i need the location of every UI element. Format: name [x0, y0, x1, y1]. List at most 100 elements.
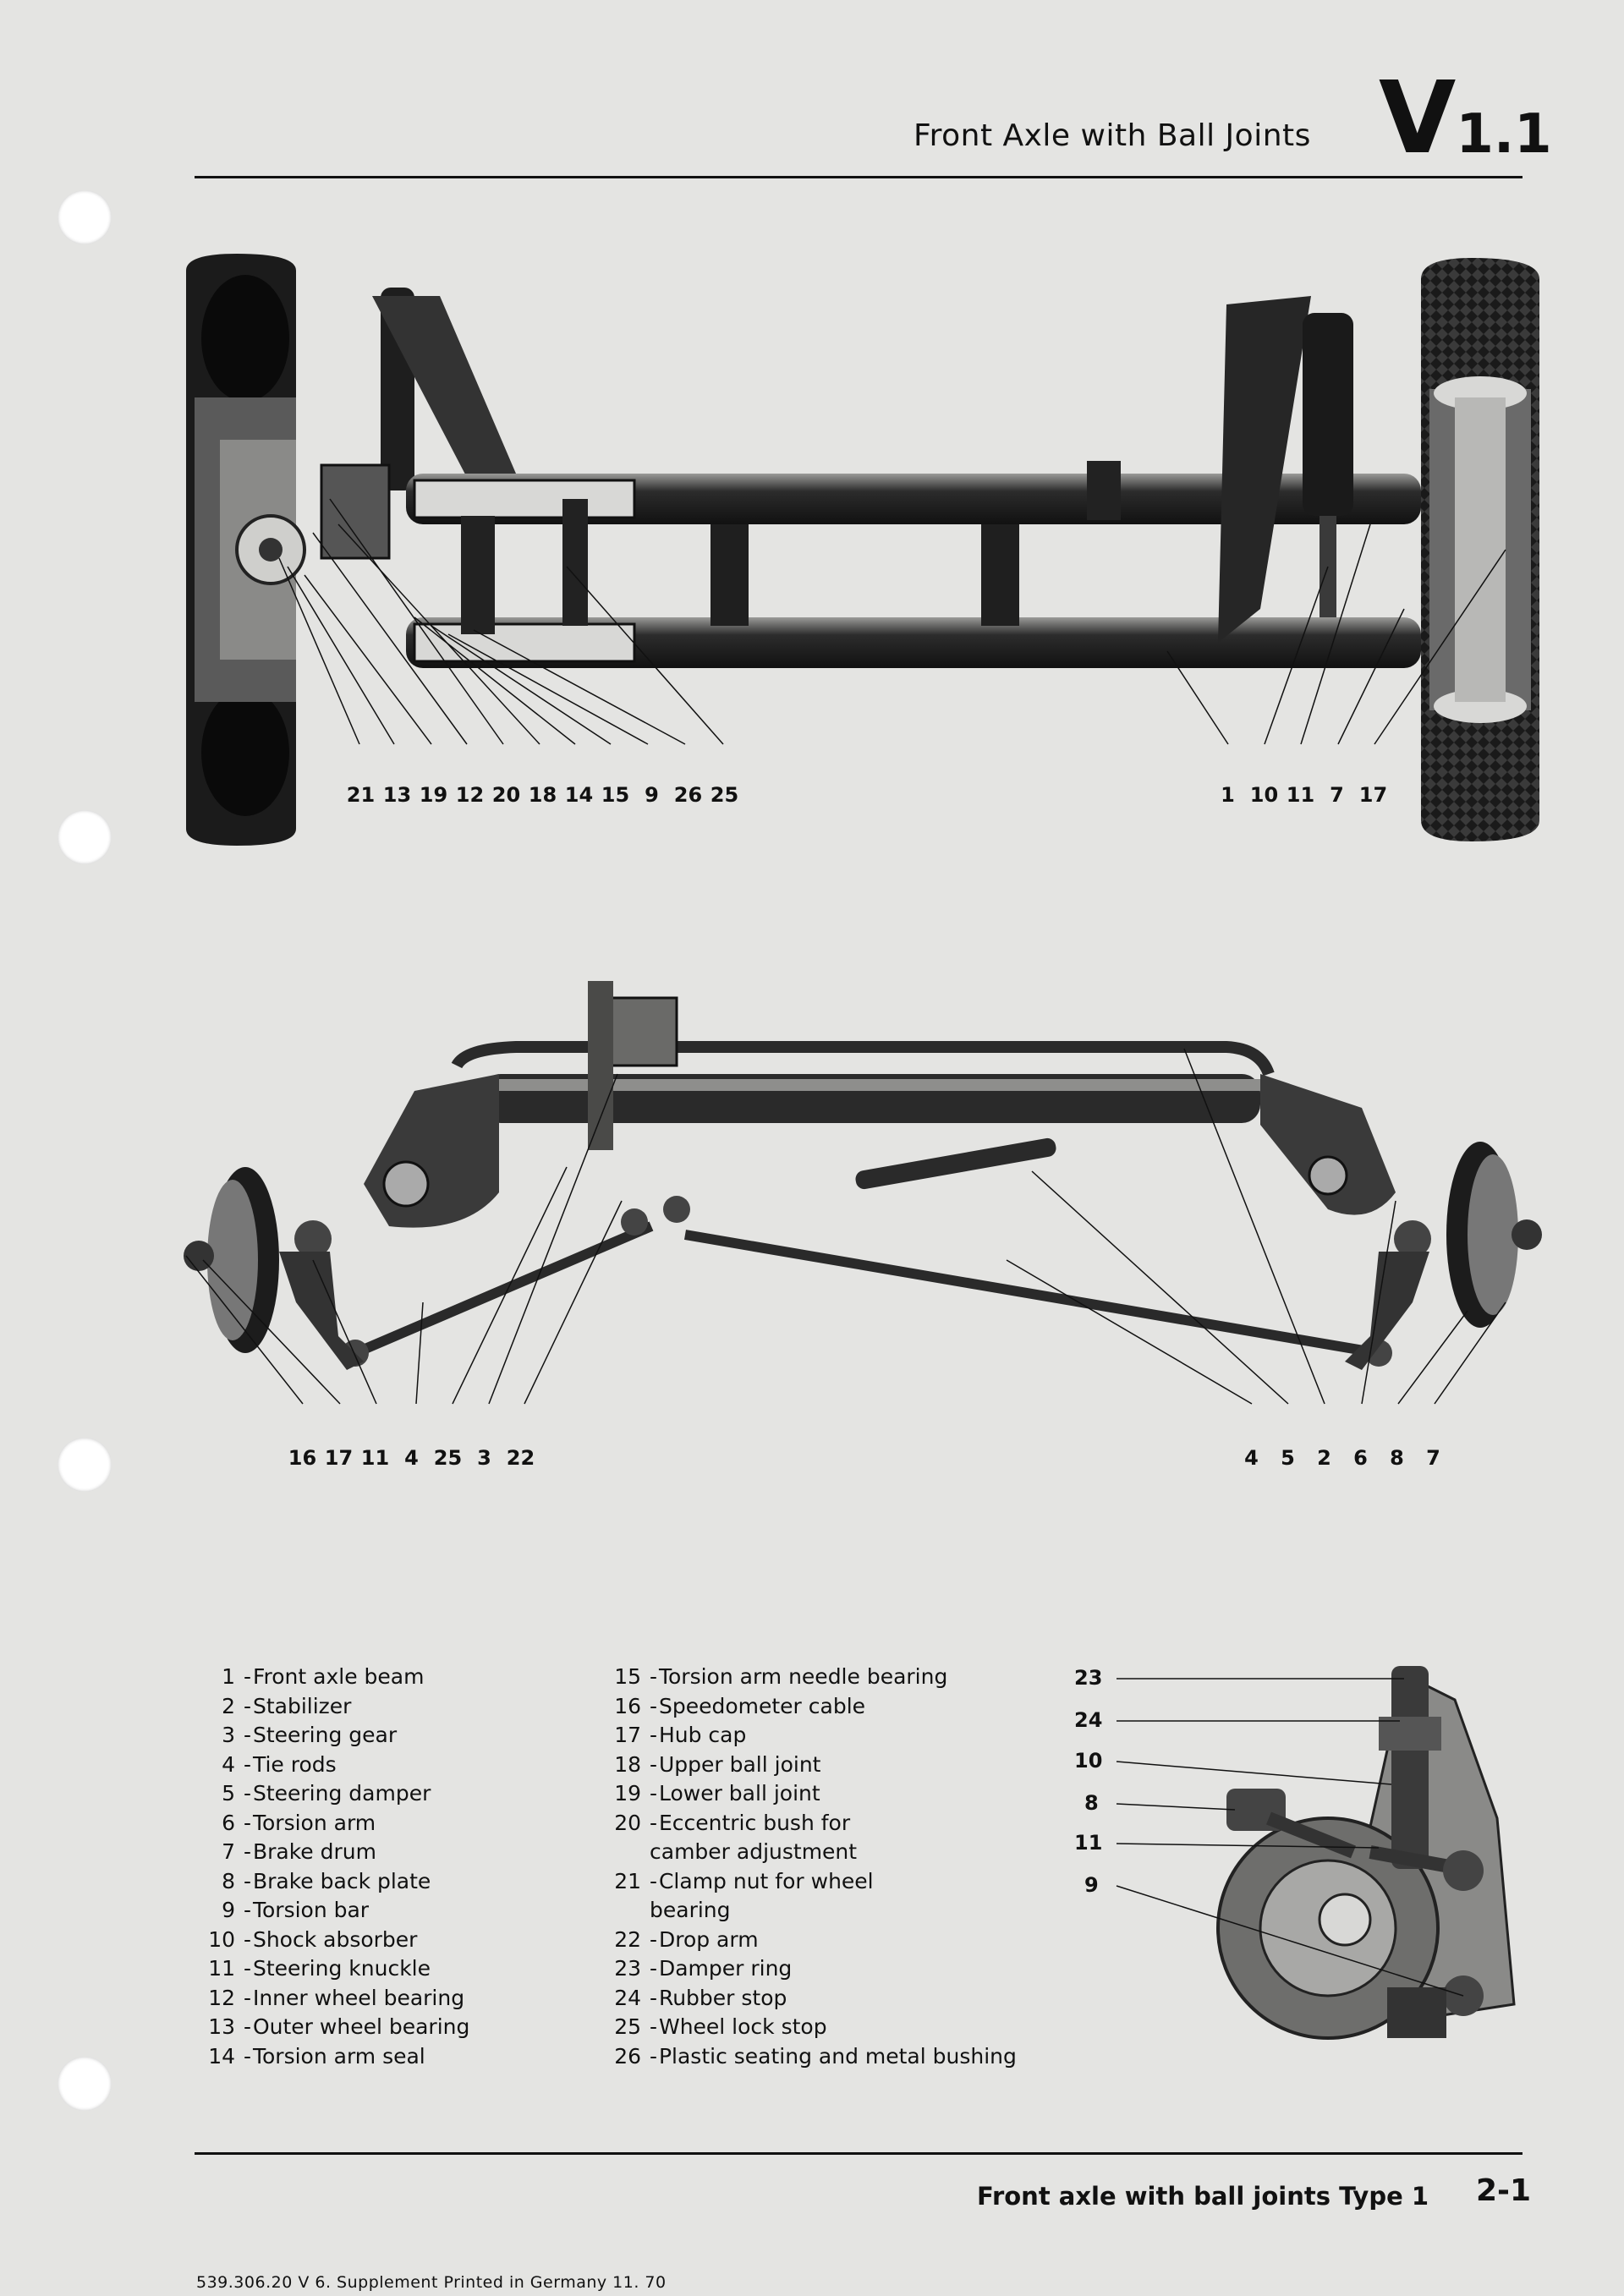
legend-row: 6 - Torsion arm: [195, 1809, 469, 1838]
figure-caption: Front axle with ball joints Type 1: [977, 2182, 1429, 2211]
legend-row: 24 - Rubber stop: [601, 1984, 1017, 2014]
legend-text: Rubber stop: [658, 1985, 787, 2010]
legend-text: Wheel lock stop: [658, 2014, 827, 2039]
legend-text: Steering knuckle: [252, 1956, 431, 1981]
legend-number: 4: [222, 1751, 235, 1777]
legend-number: 6: [222, 1810, 235, 1835]
legend-text: Torsion arm seal: [252, 2043, 425, 2069]
legend-number: 3: [222, 1723, 235, 1747]
legend-number: 23: [614, 1956, 641, 1981]
callout-label: 18: [528, 783, 557, 807]
legend-number: 15: [614, 1664, 641, 1689]
legend-row: 20 - Eccentric bush for: [601, 1809, 1017, 1838]
callout-label: 25: [433, 1446, 463, 1470]
callout-label: 11: [360, 1446, 390, 1470]
callout-label: 5: [1281, 1446, 1295, 1470]
callout-label: 12: [455, 783, 485, 807]
punch-hole: [58, 810, 112, 864]
legend-number: 11: [208, 1956, 235, 1981]
legend-row: 22 - Drop arm: [601, 1926, 1017, 1955]
legend-text: Outer wheel bearing: [252, 2014, 470, 2039]
legend-text: Shock absorber: [252, 1926, 418, 1952]
section-code: V1.1: [1379, 68, 1552, 167]
callout-label: 15: [601, 783, 630, 807]
legend-text: Speedometer cable: [658, 1693, 866, 1718]
callout-label: 4: [1244, 1446, 1259, 1470]
callout-label: 3: [477, 1446, 491, 1470]
callout-label: 2: [1317, 1446, 1331, 1470]
page-number: 2-1: [1476, 2173, 1532, 2208]
legend-text: Torsion arm needle bearing: [658, 1664, 948, 1689]
legend-text: Steering damper: [252, 1781, 431, 1806]
steering-knuckle-detail-illustration: [1116, 1666, 1516, 2040]
legend-number: 17: [614, 1723, 641, 1747]
callout-label: 1: [1221, 783, 1235, 807]
top-figure-callouts-left: 21 13 19 12 20 18 14 15 9 26 25: [343, 783, 743, 807]
punch-hole: [58, 2057, 112, 2111]
legend-row: 9 - Torsion bar: [195, 1896, 469, 1926]
legend-text: Lower ball joint: [658, 1781, 820, 1806]
punch-hole: [58, 190, 112, 244]
legend-number: 1: [222, 1664, 235, 1689]
footer-rule: [195, 2152, 1522, 2155]
top-figure-callouts-right: 1 10 11 7 17: [1210, 783, 1391, 807]
legend-text: Torsion arm: [252, 1810, 376, 1835]
legend-number: 7: [222, 1839, 235, 1864]
legend-row: 17 - Hub cap: [601, 1721, 1017, 1751]
legend-number: 24: [614, 1985, 641, 2010]
page-title: Front Axle with Ball Joints: [914, 118, 1311, 153]
inset-callout: 10: [1074, 1749, 1103, 1773]
legend-row: 2 - Stabilizer: [195, 1692, 469, 1722]
legend-number: 14: [208, 2043, 235, 2069]
legend-text: Upper ball joint: [658, 1751, 821, 1777]
legend-row: 25 - Wheel lock stop: [601, 2013, 1017, 2042]
callout-label: 4: [404, 1446, 419, 1470]
legend-text: bearing: [650, 1898, 731, 1922]
legend-text: Tie rods: [252, 1751, 337, 1777]
legend-row: 16 - Speedometer cable: [601, 1692, 1017, 1722]
callout-label: 20: [491, 783, 521, 807]
legend-number: 12: [208, 1985, 235, 2010]
callout-label: 11: [1286, 783, 1315, 807]
callout-label: 25: [710, 783, 739, 807]
callout-label: 14: [564, 783, 594, 807]
legend-row: 10 - Shock absorber: [195, 1926, 469, 1955]
legend-row: 15 - Torsion arm needle bearing: [601, 1663, 1017, 1692]
legend-text: Brake drum: [252, 1839, 376, 1864]
legend-text: Drop arm: [658, 1926, 759, 1952]
front-axle-top-view-illustration: [186, 254, 1539, 846]
parts-legend-col1: 1 - Front axle beam 2 - Stabilizer 3 - S…: [195, 1663, 469, 2071]
legend-row: 3 - Steering gear: [195, 1721, 469, 1751]
inset-callout: 8: [1084, 1791, 1099, 1815]
legend-number: 26: [614, 2043, 641, 2069]
legend-row-continuation: camber adjustment: [601, 1838, 1017, 1867]
legend-text: Eccentric bush for: [658, 1810, 851, 1835]
legend-number: 9: [222, 1898, 235, 1922]
punch-hole: [58, 1438, 112, 1492]
callout-label: 17: [324, 1446, 354, 1470]
legend-text: Brake back plate: [252, 1868, 431, 1893]
callout-label: 7: [1426, 1446, 1440, 1470]
legend-row: 13 - Outer wheel bearing: [195, 2013, 469, 2042]
callout-label: 19: [419, 783, 448, 807]
legend-row: 18 - Upper ball joint: [601, 1751, 1017, 1780]
legend-row-continuation: bearing: [601, 1896, 1017, 1926]
callout-label: 17: [1358, 783, 1388, 807]
legend-number: 10: [208, 1926, 235, 1952]
callout-label: 22: [506, 1446, 535, 1470]
section-number: 1.1: [1456, 103, 1552, 166]
callout-label: 16: [288, 1446, 317, 1470]
legend-row: 14 - Torsion arm seal: [195, 2042, 469, 2072]
legend-number: 22: [614, 1926, 641, 1952]
legend-row: 26 - Plastic seating and metal bushing: [601, 2042, 1017, 2072]
callout-label: 21: [346, 783, 376, 807]
legend-text: Inner wheel bearing: [252, 1985, 465, 2010]
parts-legend-col2: 15 - Torsion arm needle bearing 16 - Spe…: [601, 1663, 1017, 2071]
legend-row: 1 - Front axle beam: [195, 1663, 469, 1692]
callout-label: 10: [1249, 783, 1279, 807]
callout-label: 13: [382, 783, 412, 807]
header-rule: [195, 176, 1522, 178]
legend-text: Clamp nut for wheel: [658, 1868, 874, 1893]
legend-row: 11 - Steering knuckle: [195, 1954, 469, 1984]
legend-text: camber adjustment: [650, 1839, 858, 1864]
